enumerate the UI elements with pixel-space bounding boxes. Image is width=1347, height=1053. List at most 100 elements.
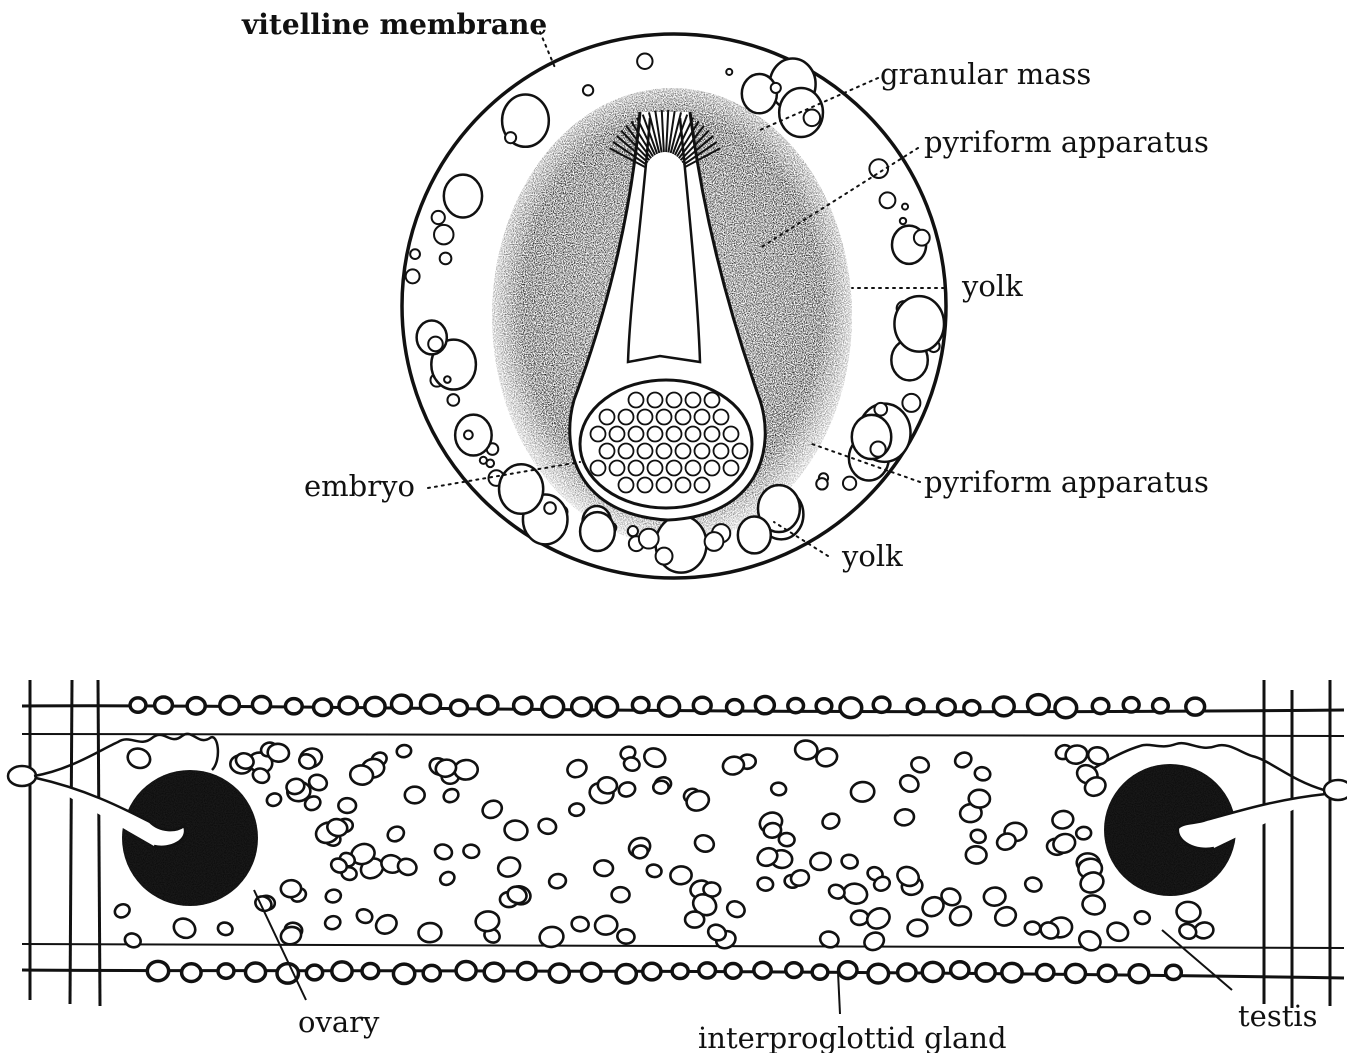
testis [983,887,1006,907]
gland-bead-top [187,698,205,714]
embryo-cell [657,478,672,493]
yolk-droplet [816,478,827,489]
testis [1080,893,1107,917]
gland-bead-top [1055,698,1077,718]
proglottid-figure: ovary interproglottid gland testis [8,680,1347,1053]
gland-bead-top [907,699,924,714]
gland-bead-bottom [725,964,741,979]
testis [170,915,198,941]
gland-bead-top [1186,698,1205,715]
testis [850,781,875,802]
gland-bead-bottom [754,962,771,978]
testis [1086,745,1110,767]
gland-bead-top [993,697,1014,716]
yolk-droplet [410,249,420,259]
testis [632,844,649,859]
gland-bead-bottom [456,962,476,980]
gland-bead-bottom [643,963,661,980]
testis [685,912,704,928]
gland-bead-bottom [922,962,943,981]
testis [947,903,975,929]
embryo-cell [638,478,653,493]
label-pyriform-apparatus-top: pyriform apparatus [924,125,1209,159]
gland-bead-top [1123,698,1139,712]
embryo-cell [686,427,701,442]
testis [373,912,400,937]
yolk-droplet [628,526,638,536]
testis [840,853,859,870]
embryo-cell [619,444,634,459]
gland-bead-bottom [245,963,265,981]
testis [809,851,832,872]
embryo-cell [591,427,606,442]
embryo-cell [705,427,720,442]
testis [1177,921,1198,941]
gland-bead-bottom [1098,965,1116,981]
testis [537,817,558,836]
testis [757,876,775,891]
testis [897,772,921,794]
testis [907,919,928,937]
testis [438,869,457,887]
embryo-cell [676,410,691,425]
embryo-cell [724,461,739,476]
gland-bead-bottom [898,964,916,981]
gland-bead-bottom [147,961,168,980]
testis [265,791,283,808]
yolk-droplet [742,74,777,113]
yolk-droplet [447,394,459,406]
gland-bead-top [816,699,832,713]
embryo-cell [714,444,729,459]
gland-bead-bottom [549,964,569,982]
gland-bead-top [572,698,592,716]
yolk-droplet [656,548,673,565]
gland-bead-bottom [1002,963,1022,981]
gland-bead-top [542,697,564,717]
gland-bead-top [659,697,680,716]
testis [564,757,589,780]
testis [763,822,782,839]
testis [653,780,669,794]
testis [973,766,991,782]
yolk-droplet [902,394,920,412]
gland-bead-top [314,699,332,715]
embryo-cell [638,410,653,425]
gland-bead-bottom [976,964,995,982]
embryo-cell [695,478,710,493]
gland-bead-bottom [581,963,601,981]
embryo-cell [676,478,691,493]
testis [969,828,988,845]
gland-bead-bottom [1065,964,1085,982]
gland-bead-bottom [1036,965,1053,981]
testis [441,787,460,805]
testis [462,843,480,859]
yolk-droplet [900,218,906,224]
testis [495,855,522,880]
testis [125,746,153,771]
testis [851,910,869,925]
gland-bead-bottom [182,964,201,982]
leader-interproglottid-gland [838,972,840,1014]
embryo-cell [695,444,710,459]
testis [670,866,693,885]
embryo-cell [629,427,644,442]
yolk-droplet [428,337,443,352]
gland-bead-bottom [812,965,828,979]
gland-bead-top [964,701,980,716]
yolk-droplet [880,192,896,208]
yolk-droplet [440,253,452,265]
embryo-cell [600,444,615,459]
testis [433,842,454,861]
testis [968,789,990,808]
yolk-droplet [874,403,887,416]
yolk-droplet [434,225,453,244]
gland-bead-top [392,695,412,713]
testis [965,846,986,864]
testis [1024,876,1043,894]
yolk-droplet [583,85,593,95]
yolk-droplet [869,159,888,178]
testis [616,928,635,945]
gland-bead-bottom [393,964,414,983]
yolk-droplet [738,517,771,554]
